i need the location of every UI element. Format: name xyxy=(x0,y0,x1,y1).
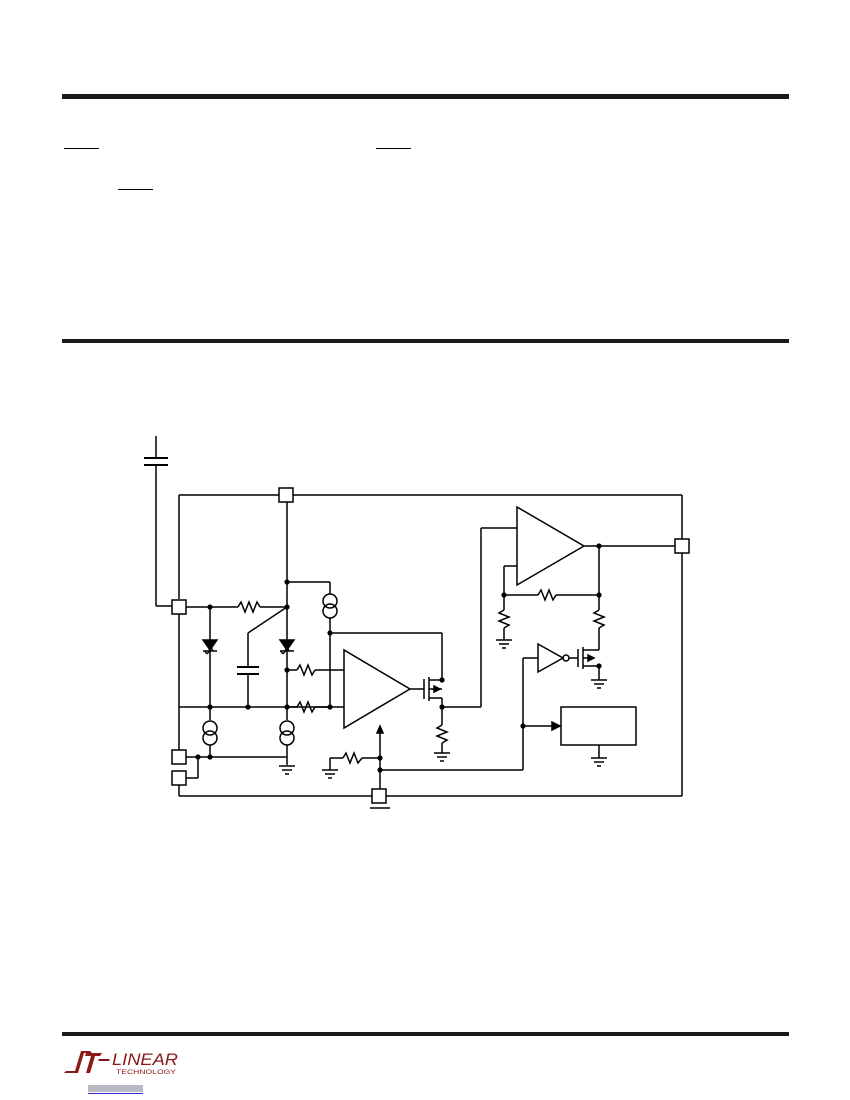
output-comparator xyxy=(516,505,586,587)
diode-left xyxy=(201,607,219,720)
overbar-mark-3 xyxy=(118,189,153,191)
resistor-bottom xyxy=(329,750,380,770)
pin-box-bottom xyxy=(371,788,387,804)
timing-capacitor xyxy=(237,633,259,707)
resistor-amp-input-lower xyxy=(287,699,344,715)
current-source-center xyxy=(279,720,295,765)
overbar-mark-2 xyxy=(376,148,411,150)
pin-box-top xyxy=(278,487,294,503)
pin-box-left-lower-2 xyxy=(171,770,187,786)
page-link-highlight[interactable] xyxy=(88,1085,143,1092)
ground-symbol-1 xyxy=(279,765,295,775)
function-block xyxy=(560,706,637,746)
mosfet-pass xyxy=(423,677,450,753)
brand-subtitle: TECHNOLOGY xyxy=(116,1069,177,1076)
current-source-top xyxy=(322,582,338,707)
switch-line xyxy=(247,606,288,634)
footer-rule xyxy=(62,1032,789,1036)
mosfet-small xyxy=(577,647,607,689)
junction-dots xyxy=(195,543,602,773)
section-rule xyxy=(62,339,789,343)
pin-box-left-input xyxy=(171,599,187,615)
page-link-underline xyxy=(88,1093,143,1094)
resistor-to-ground-left xyxy=(496,609,512,649)
lt-logo: LINEAR TECHNOLOGY xyxy=(62,1045,182,1084)
lt-logo-icon xyxy=(64,1051,110,1073)
input-resistor-network xyxy=(186,599,287,615)
resistor-pullup-right xyxy=(591,609,607,650)
pin-box-left-lower-1 xyxy=(171,749,187,765)
brand-wordmark: LINEAR xyxy=(112,1050,178,1069)
resistor-amp-input-upper xyxy=(287,662,344,678)
ground-symbol-3 xyxy=(591,745,607,767)
error-amplifier xyxy=(343,648,412,730)
diode-center xyxy=(278,639,296,720)
inverter xyxy=(537,642,578,674)
ic-boundary xyxy=(178,494,683,797)
current-source-left xyxy=(202,720,218,757)
input-capacitor xyxy=(144,436,172,607)
pin-box-right-output xyxy=(674,538,690,554)
header-rule-top xyxy=(62,94,789,99)
overbar-mark-1 xyxy=(64,148,99,150)
ground-symbol-2 xyxy=(434,752,450,762)
resistor-feedback xyxy=(504,587,599,603)
ground-symbol-4 xyxy=(322,769,338,779)
